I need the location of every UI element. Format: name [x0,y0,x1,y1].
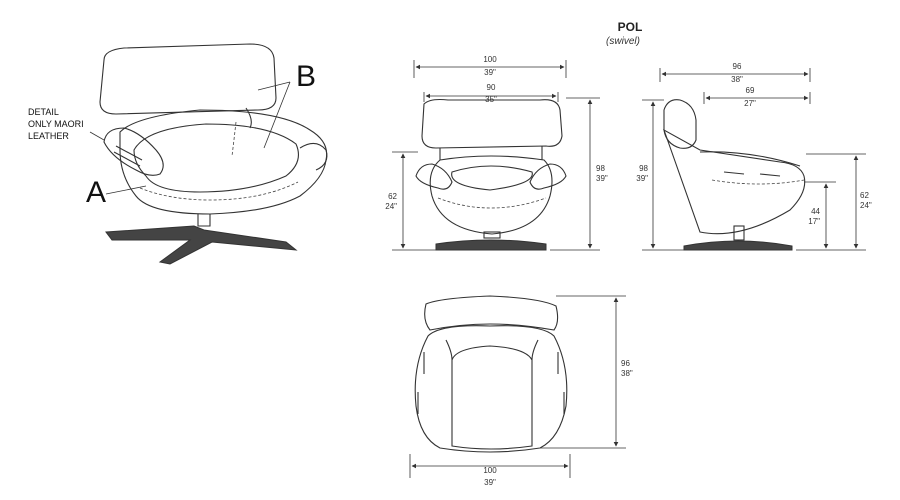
top-shell [414,325,568,453]
perspective-base [105,225,298,265]
perspective-back-seam [231,121,237,157]
product-title: POL [617,20,643,34]
side-base [683,240,793,251]
top-view: 96 38" 100 39" [409,295,633,487]
top-depth-in: 38" [621,369,633,378]
front-right-arm [529,163,567,190]
perspective-headrest-joint [245,107,252,129]
top-width-cm: 100 [483,466,497,475]
callout-b-leader-1 [257,81,291,91]
front-seat [451,165,533,191]
front-width-in: 39" [484,68,496,77]
side-seat-line [699,151,801,167]
detail-leader [89,131,105,141]
detail-callout: DETAIL ONLY MAORI LEATHER [28,106,84,142]
perspective-seat [133,123,299,193]
side-headrest [663,99,697,149]
side-seat-height-cm: 44 [811,207,820,216]
front-base [435,239,547,251]
detail-callout-line-1: DETAIL [28,107,59,117]
callout-b-leader-2 [263,81,291,149]
front-headrest [421,98,563,149]
side-view: 96 38" 69 27" 98 39" 62 24" [636,62,872,251]
top-arm-line-left [445,339,453,361]
side-stem [733,225,745,241]
side-seat-height-in: 17" [808,217,820,226]
perspective-view [89,43,328,265]
front-view: 100 39" 90 35" 62 24" 98 [385,55,608,251]
side-detail-1 [723,171,745,175]
front-shell [429,155,553,235]
side-stitch [711,179,805,185]
front-stem [483,231,501,239]
perspective-right-arm [299,142,328,171]
front-width-cm: 100 [483,55,497,64]
front-total-height-in: 39" [596,174,608,183]
side-seat-depth-in: 27" [744,99,756,108]
top-depth-cm: 96 [621,359,630,368]
top-headrest [424,295,559,331]
front-seat-height-cm: 62 [388,192,397,201]
perspective-arm-detail-1 [115,145,143,161]
front-left-arm [415,163,453,190]
detail-callout-line-2: ONLY MAORI [28,119,84,129]
callout-b: B [296,60,317,93]
top-arm-line-right [531,339,539,361]
perspective-arm-detail-2 [113,151,141,167]
side-depth-in: 38" [731,75,743,84]
perspective-shell [119,109,328,215]
callout-a: A [86,176,107,209]
side-shell [662,128,806,235]
side-depth-cm: 96 [733,62,742,71]
side-seat-depth-cm: 69 [746,86,755,95]
detail-callout-line-3: LEATHER [28,131,69,141]
perspective-stem [197,214,211,227]
front-total-height-cm: 98 [596,164,605,173]
perspective-seat-stitch [139,181,299,201]
callout-a-leader [105,185,147,195]
product-subtitle: (swivel) [606,36,640,47]
perspective-left-arm [103,127,164,176]
side-arm-height-in: 24" [860,201,872,210]
perspective-headrest [99,43,277,115]
side-arm-height-cm: 62 [860,191,869,200]
front-backrest-cm: 90 [487,83,496,92]
side-detail-2 [759,173,781,177]
side-total-height-in: 39" [636,174,648,183]
top-seat [451,345,533,450]
front-stitch [437,197,547,209]
top-width-in: 39" [484,478,496,487]
side-total-height-cm: 98 [639,164,648,173]
front-seat-height-in: 24" [385,202,397,211]
